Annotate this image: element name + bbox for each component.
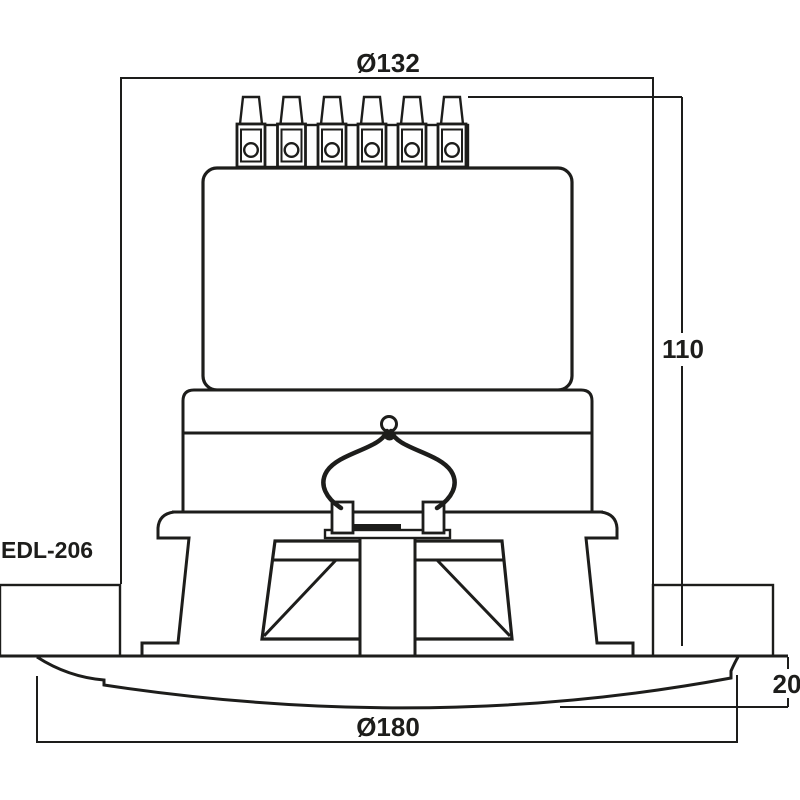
transformer-housing <box>201 166 574 392</box>
terminal-strip-base <box>235 123 470 169</box>
terminal-block <box>235 95 267 169</box>
terminal-screw <box>238 95 264 126</box>
terminal-screw <box>439 95 465 126</box>
terminal-screw <box>319 95 345 126</box>
terminal-block <box>356 95 388 169</box>
solder-lug-right <box>421 500 446 535</box>
tinsel-wire-right <box>388 428 457 511</box>
lug-plate <box>323 528 452 540</box>
cutout-diameter-label: Ø132 <box>356 48 420 78</box>
spacer-bar <box>354 524 401 532</box>
mounting-plate-outline <box>181 388 594 512</box>
flange-height-label: 20 <box>773 669 800 699</box>
speaker-basket <box>140 510 635 656</box>
connection-assembly <box>321 415 457 540</box>
terminal-wire-hole <box>324 141 341 158</box>
magnet-pole-mask <box>359 537 416 656</box>
dimension-line-cutout <box>120 77 654 584</box>
dimension-line-flange-height <box>560 657 789 708</box>
terminal-wire-hole <box>444 141 461 158</box>
terminal-screw <box>359 95 385 126</box>
terminal-wire-hole <box>242 141 259 158</box>
terminal-block <box>276 95 307 169</box>
dimension-installation-height <box>468 96 683 646</box>
vent-strut-left <box>262 558 338 638</box>
terminal-wire-hole <box>283 141 300 158</box>
terminal-block <box>316 95 348 169</box>
terminal-screw <box>399 95 425 126</box>
mounting-plate <box>181 388 594 512</box>
solder-lug-left <box>330 500 355 535</box>
terminal-strip <box>235 95 470 169</box>
ceiling-block-right <box>651 583 775 658</box>
model-label: EDL-206 <box>1 537 93 563</box>
vent-strut-right <box>435 558 512 638</box>
dimension-cutout-diameter <box>120 77 654 584</box>
terminal-wire-hole <box>404 141 421 158</box>
tinsel-wire-left <box>321 428 390 511</box>
flange-diameter-label: Ø180 <box>356 712 420 742</box>
terminal-block <box>436 95 468 169</box>
dimension-line-flange-diameter <box>36 675 738 743</box>
front-flange-grille <box>36 655 740 710</box>
installation-height-label: 110 <box>662 334 704 364</box>
terminal-block <box>396 95 428 169</box>
ceiling-block-left <box>0 583 122 658</box>
terminal-screw <box>279 95 304 126</box>
wire-eyelet <box>380 415 398 433</box>
basket-leg-left <box>140 510 191 655</box>
basket-leg-right <box>584 510 635 655</box>
terminal-wire-hole <box>364 141 381 158</box>
magnet-pole-column <box>358 537 417 656</box>
